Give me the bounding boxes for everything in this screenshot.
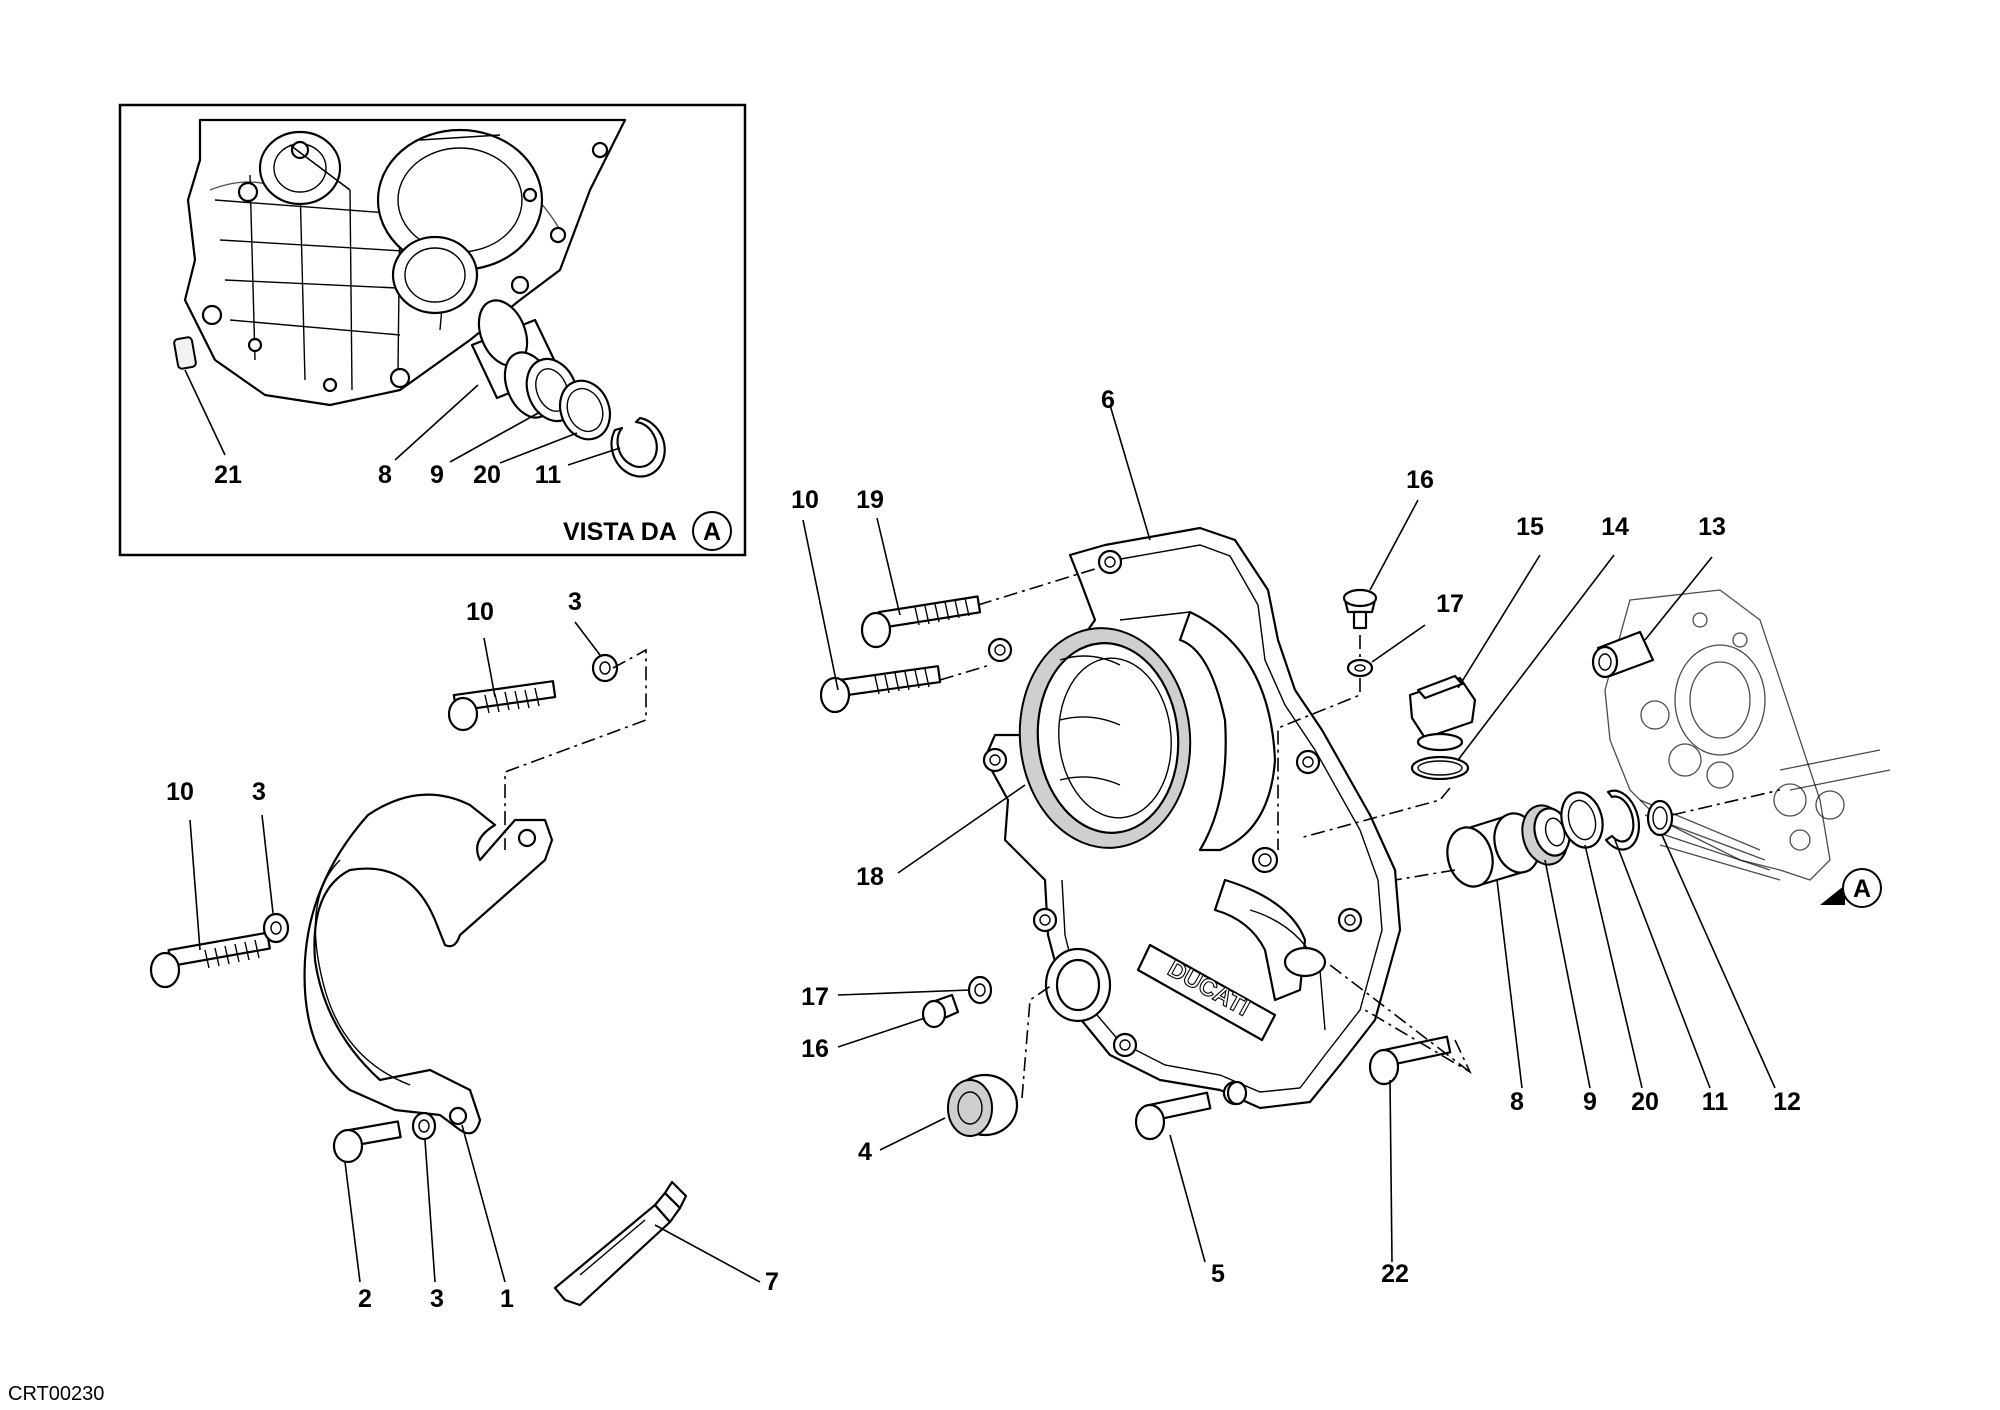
callout-2: 2 [358, 1285, 372, 1313]
callout-5: 5 [1211, 1260, 1225, 1288]
plug-16-left [921, 993, 960, 1029]
vista-da-label: VISTA DA [563, 518, 677, 546]
oil-seal-4 [947, 1073, 1019, 1137]
callout-16-top: 16 [1406, 466, 1434, 494]
inset-circlip-11 [610, 416, 666, 478]
vista-circle-marker [692, 511, 732, 551]
grease-tube-7 [553, 1180, 688, 1307]
callout-3-left: 3 [252, 778, 266, 806]
callout-18: 18 [856, 863, 884, 891]
callout-3-bottom: 3 [430, 1285, 444, 1313]
callout-7: 7 [765, 1268, 779, 1296]
ring-20 [1560, 791, 1604, 849]
clutch-cover-assembly: DUCATI [791, 386, 1472, 1288]
inset-view-panel: 21 8 9 20 11 VISTA DA A [118, 103, 747, 557]
callout-13: 13 [1698, 513, 1726, 541]
plug-16-top [1342, 588, 1378, 630]
callout-10-top: 10 [466, 598, 494, 626]
callout-16-left: 16 [801, 1035, 829, 1063]
drawing-code: CRT00230 [8, 1383, 104, 1405]
gasket-seal-18 [1018, 627, 1192, 849]
screw-22 [1368, 1035, 1452, 1086]
washer-3-left [262, 912, 290, 944]
callout-10-center: 10 [791, 486, 819, 514]
callout-17-left: 17 [801, 983, 829, 1011]
inset-callout-20: 20 [473, 461, 501, 489]
washer-3-bottom [411, 1111, 437, 1141]
o-ring-12 [1646, 799, 1674, 837]
callout-20: 20 [1631, 1088, 1659, 1116]
cover-logo-plate [1136, 943, 1277, 1042]
screw-10-left [149, 931, 271, 989]
bushing-13 [1591, 630, 1655, 679]
washer-17-top [1346, 658, 1374, 678]
inset-crankcase [183, 118, 627, 407]
callout-6: 6 [1101, 386, 1115, 414]
filler-cap-15 [1408, 674, 1477, 752]
screw-19 [860, 595, 982, 649]
washer-5-side [1226, 1080, 1248, 1106]
guard-assembly: 10 3 10 3 2 3 1 7 [149, 588, 779, 1313]
screw-5 [1134, 1091, 1212, 1141]
washer-17-left [967, 975, 993, 1005]
inset-callout-11: 11 [535, 461, 562, 489]
view-arrow-marker [1820, 885, 1845, 905]
screw-10-center [819, 665, 942, 714]
screw-10-top [447, 680, 557, 732]
callout-12: 12 [1773, 1088, 1801, 1116]
callout-10-left: 10 [166, 778, 194, 806]
callout-11: 11 [1702, 1088, 1729, 1116]
callout-19: 19 [856, 486, 884, 514]
callout-4: 4 [858, 1138, 872, 1166]
callout-1: 1 [500, 1285, 514, 1313]
washer-3-top [591, 653, 619, 683]
callout-17-top: 17 [1436, 590, 1464, 618]
o-ring-14 [1410, 755, 1470, 781]
callout-3-top: 3 [568, 588, 582, 616]
inset-dowel-pin [173, 336, 197, 370]
view-letter: A [1853, 875, 1871, 903]
callout-9: 9 [1583, 1088, 1597, 1116]
inset-callout-8: 8 [378, 461, 392, 489]
callout-15: 15 [1516, 513, 1544, 541]
guard-cover-1 [303, 793, 554, 1135]
right-parts-assembly: A 16 17 15 14 13 8 9 20 11 12 [1277, 466, 1891, 1116]
circlip-11 [1604, 789, 1641, 851]
inset-ring-20 [558, 379, 612, 441]
crankcase-half-right [1604, 589, 1891, 881]
inset-callout-9: 9 [430, 461, 444, 489]
callout-14: 14 [1601, 513, 1629, 541]
screw-2-bottom [332, 1120, 402, 1164]
callout-8: 8 [1510, 1088, 1524, 1116]
callout-22: 22 [1381, 1260, 1409, 1288]
view-circle-marker [1842, 868, 1882, 908]
inset-callout-21: 21 [214, 461, 242, 489]
vista-letter: A [703, 518, 721, 546]
